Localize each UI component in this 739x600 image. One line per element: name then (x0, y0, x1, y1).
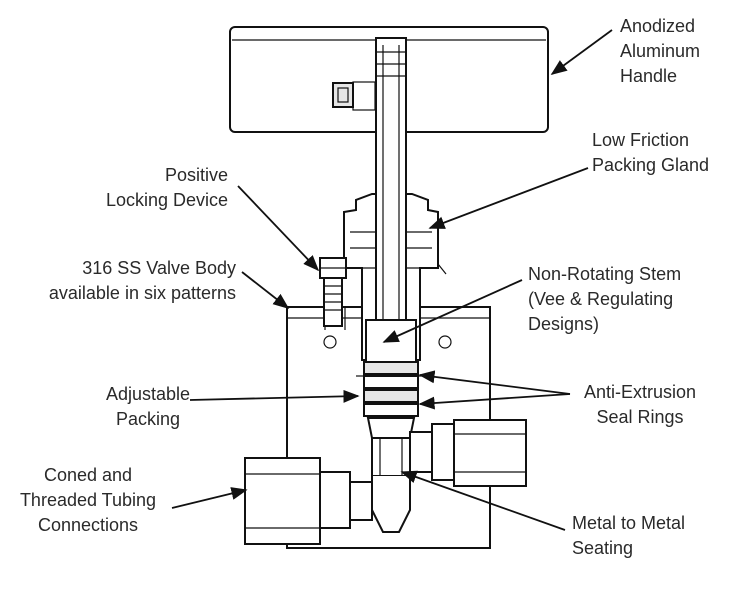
label-locking-device: Positive Locking Device (70, 163, 228, 213)
right-fitting-part (409, 419, 527, 487)
label-valve-body: 316 SS Valve Body available in six patte… (10, 256, 236, 306)
label-valve-body-line-1: 316 SS Valve Body (82, 258, 236, 278)
label-tubing: Coned and Threaded Tubing Connections (2, 463, 174, 538)
left-fitting-part (244, 457, 373, 545)
packing-stack-part (356, 361, 426, 417)
label-stem-line-3: Designs) (528, 314, 600, 334)
label-handle-line-3: Handle (620, 66, 678, 86)
label-seal-rings-line-1: Anti-Extrusion (583, 382, 697, 402)
locking-bolt-part (319, 257, 347, 327)
label-handle-line-2: Aluminum (620, 41, 701, 61)
seat-tip-part (366, 417, 416, 533)
label-tubing-line-3: Connections (37, 515, 139, 535)
label-seal-rings: Anti-Extrusion Seal Rings (560, 380, 720, 430)
label-stem: Non-Rotating Stem (Vee & Regulating Desi… (528, 262, 681, 337)
label-locking-device-line-1: Positive (164, 165, 228, 185)
label-valve-body-line-2: available in six patterns (48, 283, 236, 303)
leader-lines (171, 29, 613, 531)
label-locking-device-line-2: Locking Device (105, 190, 228, 210)
label-tubing-line-1: Coned and (43, 465, 133, 485)
label-packing-gland-line-1: Low Friction (592, 130, 690, 150)
label-tubing-line-2: Threaded Tubing (19, 490, 157, 510)
label-seating-line-2: Seating (572, 538, 634, 558)
label-seal-rings-line-2: Seal Rings (596, 407, 684, 427)
label-packing-gland-line-2: Packing Gland (592, 155, 710, 175)
label-seating-line-1: Metal to Metal (572, 513, 686, 533)
label-handle: Anodized Aluminum Handle (620, 14, 700, 89)
label-seating: Metal to Metal Seating (572, 511, 685, 561)
label-adjustable-packing-line-2: Packing (115, 409, 181, 429)
label-stem-line-1: Non-Rotating Stem (528, 264, 682, 284)
label-adjustable-packing-line-1: Adjustable (105, 384, 191, 404)
label-stem-line-2: (Vee & Regulating (528, 289, 674, 309)
label-handle-line-1: Anodized (620, 16, 696, 36)
label-packing-gland: Low Friction Packing Gland (592, 128, 709, 178)
label-adjustable-packing: Adjustable Packing (68, 382, 228, 432)
